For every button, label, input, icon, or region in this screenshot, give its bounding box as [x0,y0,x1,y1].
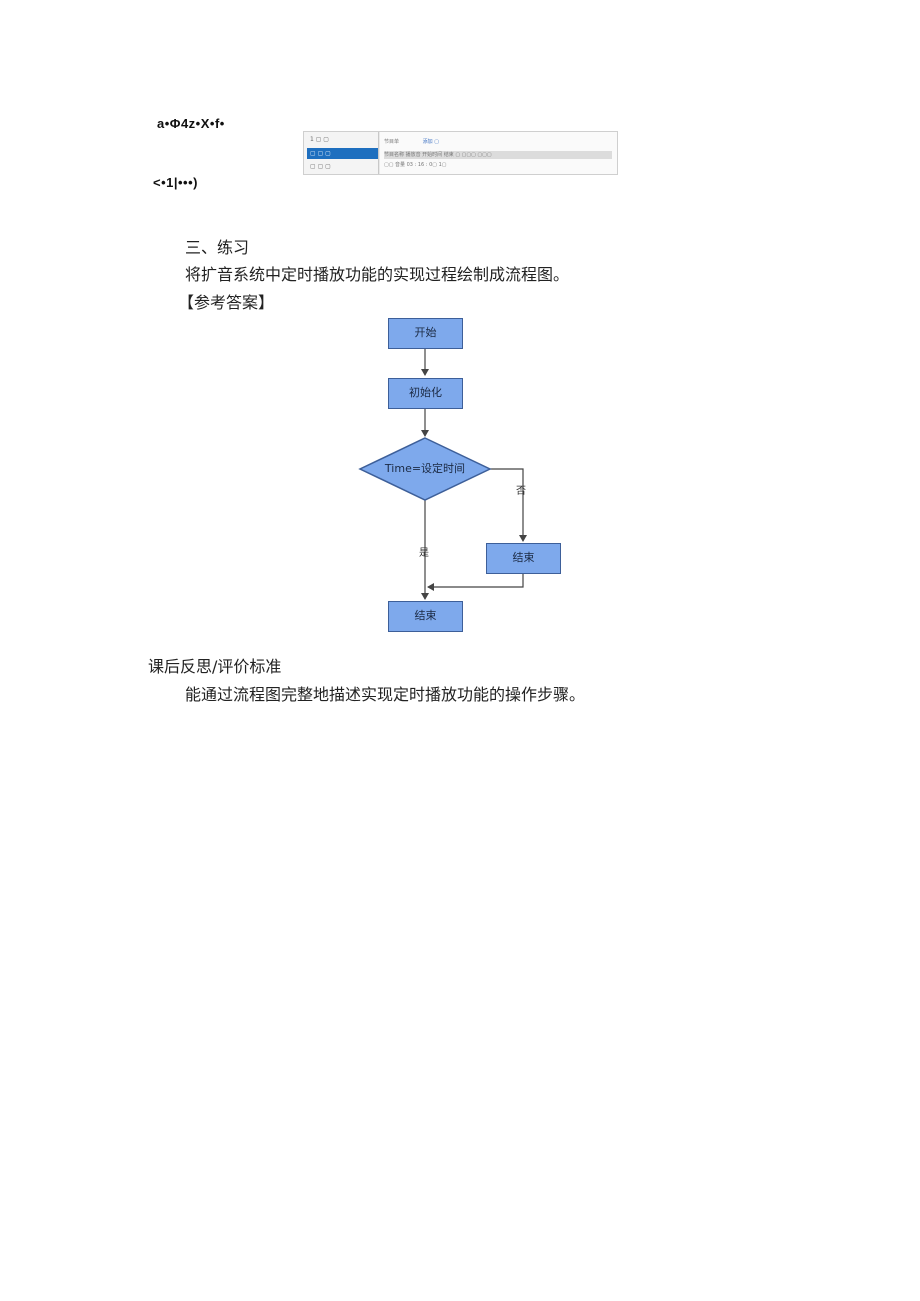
thumbnail-main-panel: 节目单 添加 ▢ 节目名称 播放音 开始时间 结束 ▢ ▢▢▢ ▢▢▢ ▢▢ 音… [380,132,617,174]
thumbnail-sidebar-item: 1 ▢ ▢ [310,136,329,143]
reflection-text: 能通过流程图完整地描述实现定时播放功能的操作步骤。 [185,685,586,704]
thumbnail-title-row: 节目单 添加 ▢ [384,138,612,146]
thumbnail-title: 节目单 [384,139,400,145]
thumbnail-table-row: ▢▢ 音量 03 : 16 : 0▢ 1▢ [384,162,447,168]
edge-label-yes: 是 [419,548,429,559]
reflection-heading: 课后反思/评价标准 [148,657,282,676]
node-decision-label: Time=设定时间 [384,462,466,475]
node-end-yes: 结束 [388,601,463,632]
thumbnail-link: 添加 ▢ [422,139,439,145]
thumbnail-sidebar-item: ▢ ▢ ▢ [310,163,331,170]
thumbnail-sidebar: 1 ▢ ▢ ▢ ▢ ▢ ▢ ▢ ▢ [304,132,379,174]
task-text: 将扩音系统中定时播放功能的实现过程绘制成流程图。 [185,265,570,284]
garbled-text-line-1: a•Φ4z•X•f• [157,116,225,131]
flowchart-edges [358,349,527,600]
answer-label: 【参考答案】 [178,293,275,312]
flowchart: 开始 初始化 Time=设定时间 结束 结束 否 是 [355,312,567,640]
node-init: 初始化 [388,378,463,409]
garbled-text-line-2: <•1|•••) [153,175,198,190]
edge-end-no-to-merge [427,574,524,591]
node-start: 开始 [388,318,463,349]
node-end-no: 结束 [486,543,561,574]
section-heading: 三、练习 [185,238,250,257]
edge-decision-to-end-no [490,468,527,542]
thumbnail-table-header: 节目名称 播放音 开始时间 结束 ▢ ▢▢▢ ▢▢▢ [384,151,612,159]
thumbnail-sidebar-item-selected: ▢ ▢ ▢ [307,148,378,159]
edge-label-no: 否 [516,486,526,497]
software-screenshot-thumbnail: 1 ▢ ▢ ▢ ▢ ▢ ▢ ▢ ▢ 节目单 添加 ▢ 节目名称 播放音 开始时间… [303,131,618,175]
decision-diamond [358,437,492,501]
